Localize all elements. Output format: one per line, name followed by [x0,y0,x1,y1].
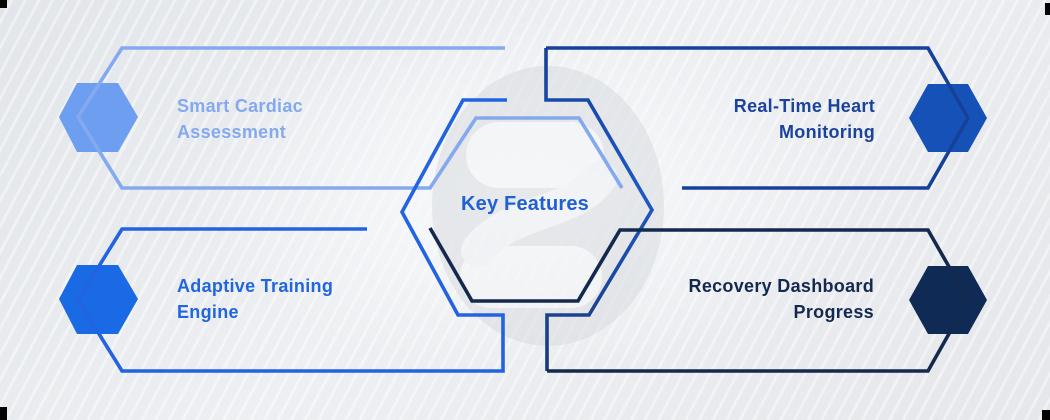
connector-top-right-upper [546,46,971,190]
connector-right-outer-hexagon [544,48,655,371]
connector-bottom-right [428,227,971,373]
feature-label-line: Real-Time Heart [733,96,875,116]
hexagon-marker-top-right [909,84,987,152]
corner-mark-bottom-left [0,407,7,420]
feature-label-line: Smart Cardiac [177,96,303,116]
connector-top-left [75,46,624,190]
corner-mark-top-right [1045,3,1050,15]
connector-bottom-left [75,98,507,373]
feature-label-line: Monitoring [779,122,875,142]
feature-label-line: Progress [793,302,874,322]
feature-label-real-time-heart-monitoring: Real-Time Heart Monitoring [734,93,875,145]
corner-mark-bottom-right [1042,410,1050,420]
hexagon-marker-bottom-left [59,265,138,334]
feature-label-recovery-dashboard-progress: Recovery Dashboard Progress [689,273,874,325]
feature-label-line: Recovery Dashboard [688,276,874,296]
feature-label-line: Adaptive Training [177,276,334,296]
feature-label-adaptive-training-engine: Adaptive Training Engine [177,273,333,325]
hexagon-marker-top-left [59,83,138,152]
corner-mark-top-left [0,0,7,8]
feature-label-line: Engine [177,302,239,322]
feature-label-line: Assessment [177,122,287,142]
feature-label-smart-cardiac-assessment: Smart Cardiac Assessment [177,93,303,145]
hexagon-marker-bottom-right [909,266,987,334]
center-title: Key Features [460,193,589,215]
watermark-swoosh-icon [432,66,664,346]
